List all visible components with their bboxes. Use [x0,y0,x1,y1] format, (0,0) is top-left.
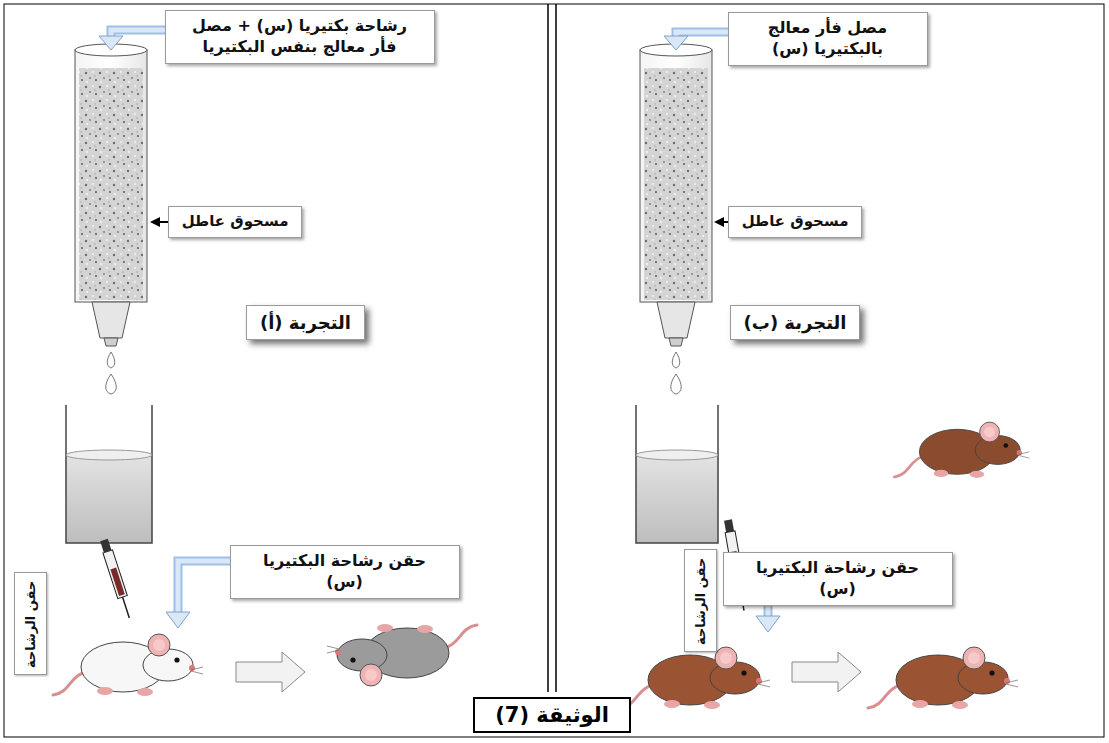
filter-column [640,44,712,346]
dead-mouse [327,624,477,686]
beaker [636,405,718,543]
syringe [99,538,134,619]
white-mouse [53,634,203,696]
filter-column [75,44,147,346]
label-box: مسحوق عاطل [168,206,302,238]
box-text: مسحوق عاطل [741,212,849,232]
box-text: رشاحة بكتيريا (س) + مصل فأر معالج بنفس ا… [178,16,422,58]
result-arrow [236,652,305,692]
box-text: التجربة (ب) [743,311,847,334]
box-text: مصل فأر معالج بالبكتيريا (س) [741,18,915,60]
label-box: حقن رشاحة البكتيريا (س) [723,552,953,606]
box-text: مسحوق عاطل [181,212,289,232]
input-box: رشاحة بكتيريا (س) + مصل فأر معالج بنفس ا… [165,10,435,64]
brown-mouse [620,647,770,709]
label-box: حقن رشاحة البكتيريا (س) [230,545,460,599]
drops [106,352,117,394]
label-box: مسحوق عاطل [728,206,862,238]
label-box: حقن الرشاحة [14,572,47,675]
beaker [66,405,152,543]
box-text: حقن رشاحة البكتيريا (س) [736,558,940,600]
drops [671,352,682,394]
document-title: الوثيقة (7) [473,697,631,733]
experiment-box: التجربة (أ) [246,305,365,340]
divider [555,4,557,692]
box-text: حقن رشاحة البكتيريا (س) [243,551,447,593]
label-box: حقن الرشاحة [684,549,717,652]
brown-mouse [894,422,1029,478]
brown-mouse [868,647,1018,709]
experiment-box: التجربة (ب) [730,305,860,340]
divider [547,4,549,692]
frame [4,4,1104,737]
box-text: التجربة (أ) [259,311,352,334]
input-arrow [99,30,168,50]
input-box: مصل فأر معالج بالبكتيريا (س) [728,12,928,66]
result-arrow [792,652,861,692]
box-text: حقن الرشاحة [23,581,40,668]
input-arrow [664,32,730,50]
box-text: حقن الرشاحة [693,558,710,645]
